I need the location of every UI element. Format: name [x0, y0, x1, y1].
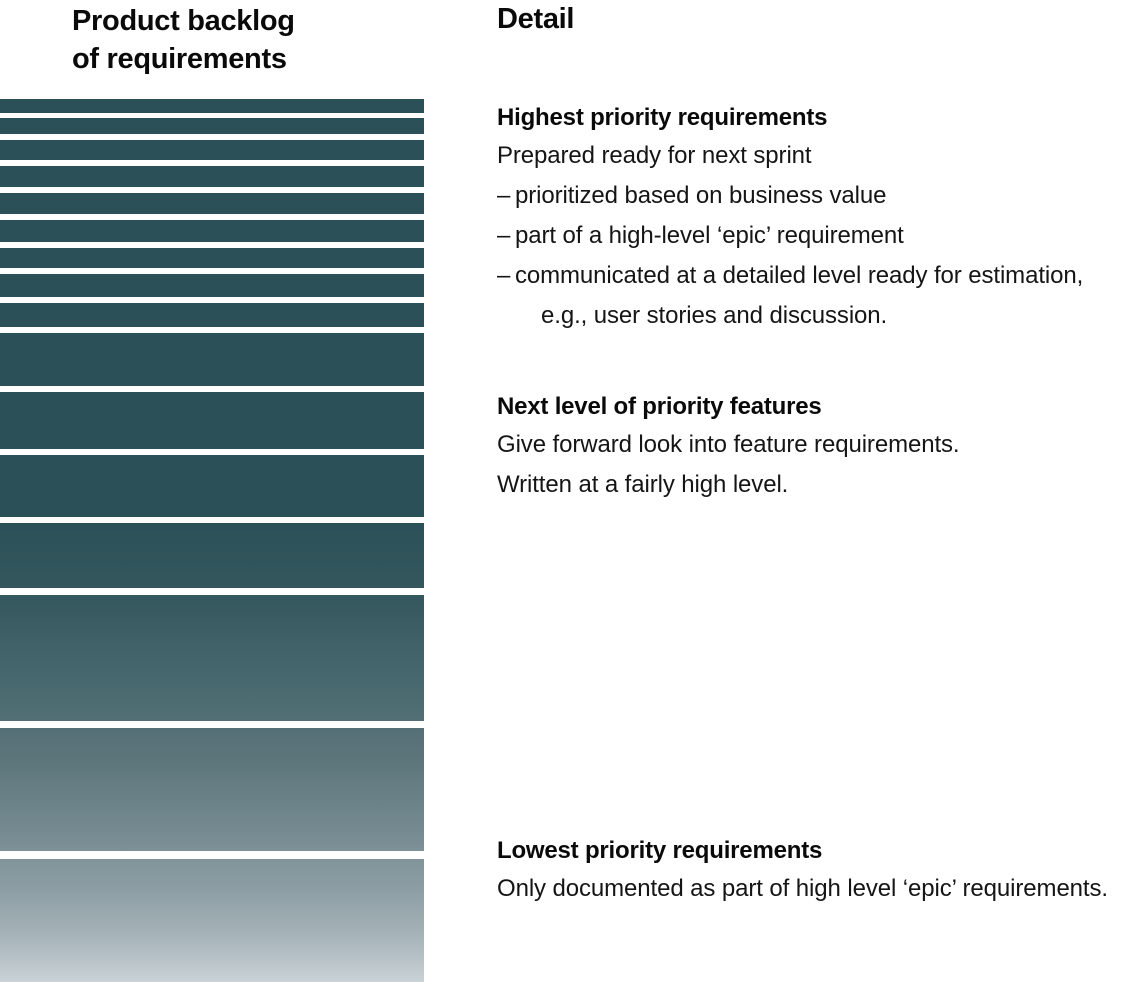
backlog-bar-gap	[0, 113, 424, 118]
backlog-bar	[0, 455, 424, 517]
detail-heading: Next level of priority features	[497, 393, 822, 420]
backlog-bar	[0, 333, 424, 386]
backlog-bar-gap	[0, 242, 424, 248]
backlog-bar-fill	[0, 303, 424, 327]
detail-line: Give forward look into feature requireme…	[497, 430, 960, 458]
backlog-bar-gap	[0, 327, 424, 333]
backlog-bar-gap	[0, 297, 424, 303]
backlog-bar-stack	[0, 99, 424, 982]
product-backlog-column: Product backlog of requirements	[0, 0, 424, 982]
backlog-bar	[0, 728, 424, 851]
backlog-bar-fill	[0, 99, 424, 113]
backlog-bar	[0, 248, 424, 268]
backlog-bar-gap	[0, 851, 424, 859]
backlog-bar-fill	[0, 140, 424, 160]
backlog-bar	[0, 99, 424, 113]
backlog-bar-gap	[0, 517, 424, 523]
backlog-bar-fill	[0, 274, 424, 297]
detail-line: Only documented as part of high level ‘e…	[497, 874, 1108, 902]
backlog-bar-fill	[0, 392, 424, 449]
backlog-bar-gap	[0, 160, 424, 166]
backlog-bar	[0, 303, 424, 327]
backlog-bar-fill	[0, 728, 424, 851]
detail-line: Written at a fairly high level.	[497, 470, 789, 498]
backlog-bar	[0, 193, 424, 214]
backlog-bar-gap	[0, 449, 424, 455]
backlog-bar	[0, 140, 424, 160]
backlog-bar	[0, 392, 424, 449]
page-title-line-1: Product backlog	[72, 5, 295, 37]
backlog-bar-fill	[0, 118, 424, 134]
backlog-bar-gap	[0, 134, 424, 140]
detail-title: Detail	[497, 3, 575, 35]
detail-line: Prepared ready for next sprint	[497, 141, 812, 169]
backlog-bar	[0, 859, 424, 982]
backlog-bar-fill	[0, 859, 424, 982]
backlog-bar-gap	[0, 187, 424, 193]
backlog-bar-fill	[0, 248, 424, 268]
backlog-bar	[0, 118, 424, 134]
backlog-bar	[0, 523, 424, 588]
backlog-bar	[0, 220, 424, 242]
backlog-bar-fill	[0, 193, 424, 214]
detail-bullet: – prioritized based on business value	[497, 181, 887, 209]
backlog-bar-fill	[0, 333, 424, 386]
detail-bullet: – communicated at a detailed level ready…	[497, 261, 1084, 330]
backlog-bar-fill	[0, 455, 424, 517]
backlog-bar-fill	[0, 523, 424, 588]
backlog-bar-gap	[0, 386, 424, 392]
detail-heading: Highest priority requirements	[497, 104, 828, 131]
page-title: Product backlog of requirements	[72, 3, 424, 78]
backlog-bar	[0, 274, 424, 297]
backlog-bar-fill	[0, 595, 424, 721]
backlog-bar	[0, 166, 424, 187]
page-title-line-2: of requirements	[72, 42, 287, 75]
detail-bullet: – part of a high-level ‘epic’ requiremen…	[497, 221, 904, 249]
detail-heading: Lowest priority requirements	[497, 837, 823, 864]
backlog-bar-gap	[0, 268, 424, 274]
backlog-bar-gap	[0, 721, 424, 728]
backlog-bar-fill	[0, 220, 424, 242]
backlog-bar	[0, 595, 424, 721]
backlog-bar-gap	[0, 214, 424, 220]
backlog-bar-gap	[0, 588, 424, 595]
backlog-bar-fill	[0, 166, 424, 187]
